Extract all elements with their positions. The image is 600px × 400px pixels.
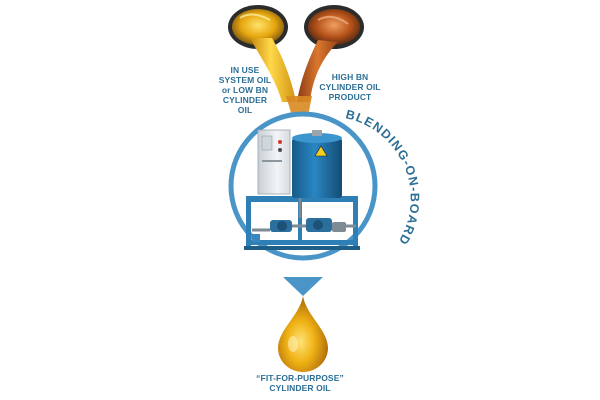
output-arrow [283,277,323,296]
high-bn-oil-drum [304,5,364,49]
warning-label-icon [314,145,328,157]
fit-for-purpose-oil-drop [278,296,328,372]
blending-tank [292,138,342,198]
system-oil-drum [228,5,288,49]
high-bn-oil-stream [297,40,338,102]
system-oil-stream [250,38,296,102]
high-bn-oil-label: HIGH BN CYLINDER OIL PRODUCT [319,72,381,102]
output-oil-label: “FIT-FOR-PURPOSE” CYLINDER OIL [256,373,344,393]
blending-unit [244,129,360,250]
blending-ring [228,111,378,261]
system-oil-label: IN USE SYSTEM OIL or LOW BN CYLINDER OIL [218,65,272,115]
